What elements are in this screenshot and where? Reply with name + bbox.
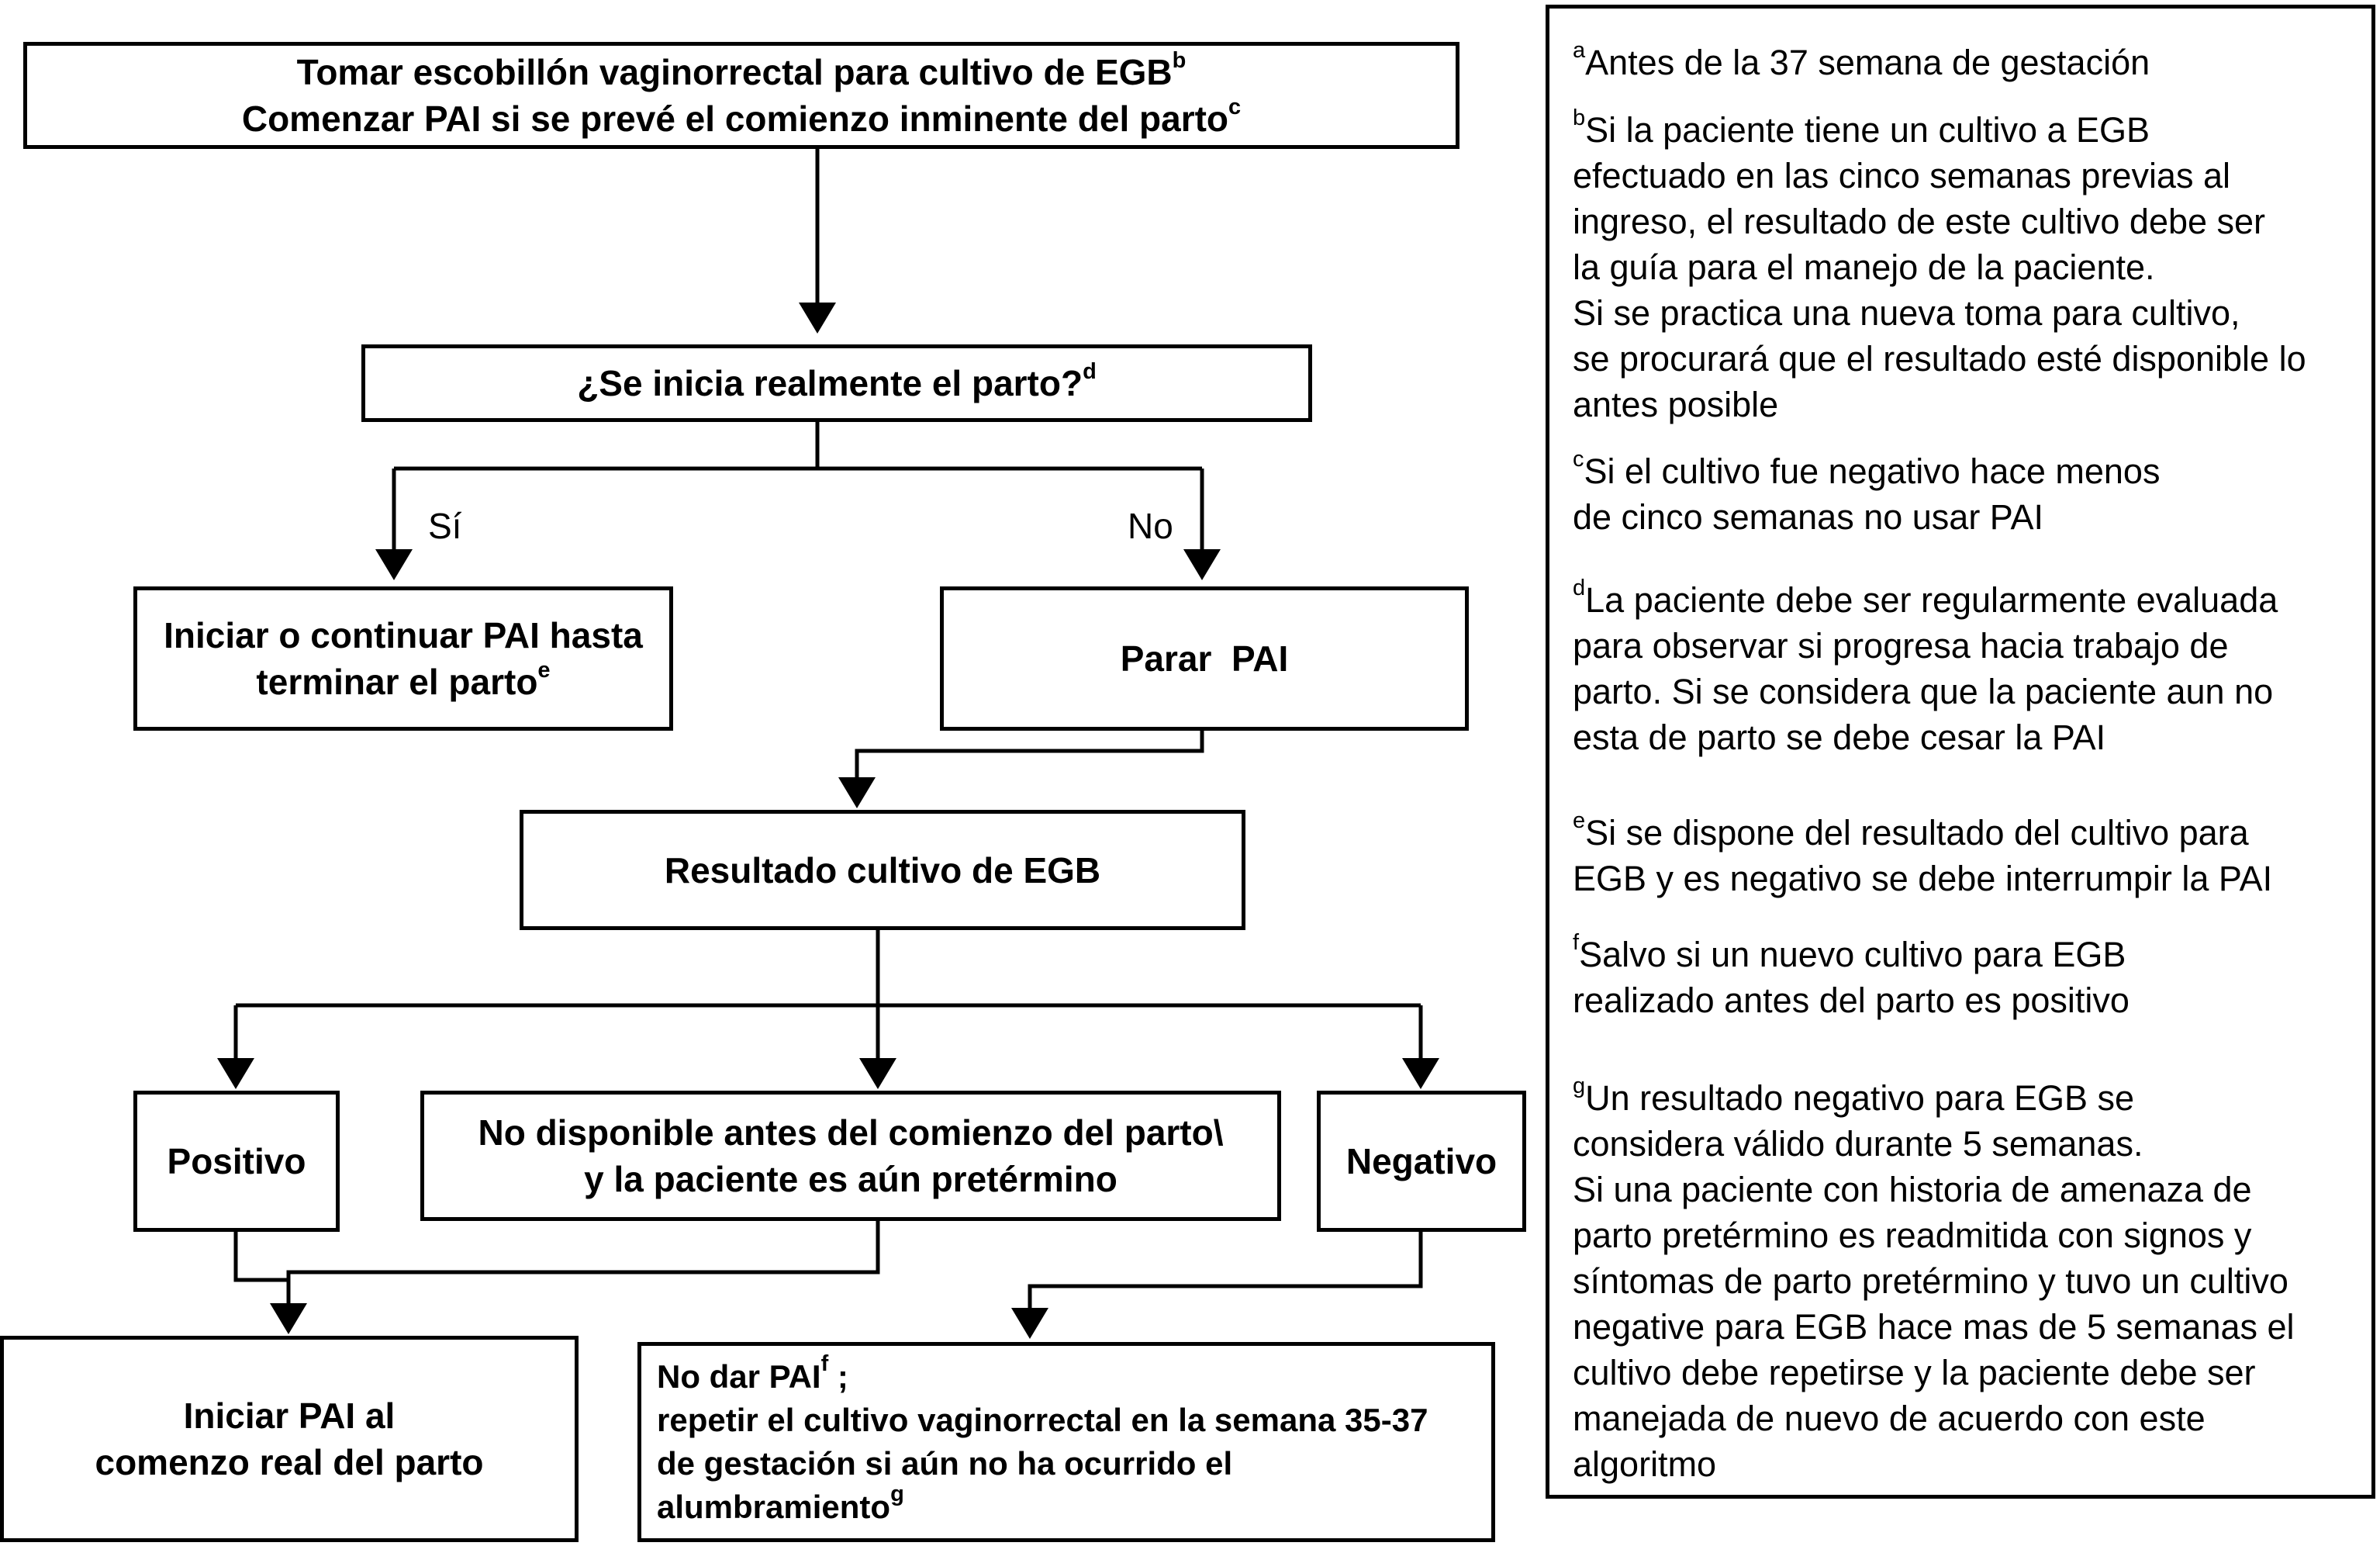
unavailable-line-2: y la paciente es aún pretérmino — [584, 1159, 1117, 1199]
arrow-stop-to-result — [838, 729, 1204, 808]
merge-positive-unavailable — [233, 1219, 880, 1334]
footnote-line: realizado antes del parto es positivo — [1573, 981, 2130, 1020]
footnote-line: aAntes de la 37 semana de gestación — [1573, 38, 2150, 83]
collect-swab-line-1: Tomar escobillón vaginorrectal para cult… — [296, 48, 1187, 93]
footnote-line: efectuado en las cinco semanas previas a… — [1573, 156, 2230, 195]
footnote-line: algoritmo — [1573, 1444, 1717, 1484]
negative-node: Negativo — [1317, 1091, 1526, 1232]
continue-pai-line-1: Iniciar o continuar PAI hasta — [164, 615, 643, 655]
positive-text: Positivo — [167, 1141, 306, 1181]
gbs-result-node: Resultado cultivo de EGB — [520, 810, 1245, 930]
footnote-line: parto pretérmino es readmitida con signo… — [1573, 1216, 2252, 1255]
start-pai-line-1: Iniciar PAI al — [183, 1396, 396, 1436]
collect-swab-line-2: Comenzar PAI si se prevé el comienzo inm… — [241, 95, 1242, 140]
footnote-line: dLa paciente debe ser regularmente evalu… — [1573, 576, 2278, 621]
no-pai-line-2: repetir el cultivo vaginorrectal en la s… — [657, 1402, 1428, 1438]
footnote-line: se procurará que el resultado esté dispo… — [1573, 339, 2306, 379]
footnote-e: eSi se dispone del resultado del cultivo… — [1573, 810, 2371, 901]
arrow-swab-to-question — [799, 149, 836, 334]
arrow-yes-branch — [375, 469, 413, 580]
edge-label-yes: Sí — [428, 506, 462, 546]
arrow-to-unavailable — [859, 1005, 896, 1089]
footnote-d: dLa paciente debe ser regularmente evalu… — [1573, 577, 2371, 760]
footnote-line: de cinco semanas no usar PAI — [1573, 497, 2043, 537]
footnote-line: antes posible — [1573, 385, 1779, 424]
footnote-g: gUn resultado negativo para EGB se consi… — [1573, 1075, 2371, 1487]
start-pai-line-2: comenzo real del parto — [95, 1442, 484, 1482]
labor-question-text: ¿Se inicia realmente el parto?d — [577, 359, 1097, 404]
no-pai-line-3: de gestación si aún no ha ocurrido el — [657, 1445, 1233, 1482]
footnote-f: fSalvo si un nuevo cultivo para EGB real… — [1573, 932, 2371, 1023]
footnote-line: bSi la paciente tiene un cultivo a EGB — [1573, 105, 2150, 150]
gbs-result-text: Resultado cultivo de EGB — [664, 849, 1101, 891]
no-pai-line-1: No dar PAIf ; — [657, 1351, 848, 1396]
footnote-line: fSalvo si un nuevo cultivo para EGB — [1573, 930, 2126, 975]
continue-pai-line-2: terminar el partoe — [256, 658, 551, 703]
footnote-line: parto. Si se considera que la paciente a… — [1573, 672, 2274, 711]
footnote-line: EGB y es negativo se debe interrumpir la… — [1573, 859, 2273, 898]
footnote-c: cSi el cultivo fue negativo hace menos d… — [1573, 448, 2371, 540]
start-pai-labor-node: Iniciar PAI al comenzo real del parto — [0, 1336, 579, 1542]
footnote-line: eSi se dispone del resultado del cultivo… — [1573, 808, 2249, 853]
split-result-branches — [236, 929, 1421, 1008]
footnotes-panel: aAntes de la 37 semana de gestación bSi … — [1546, 5, 2375, 1499]
unavailable-node: No disponible antes del comienzo del par… — [420, 1091, 1281, 1221]
footnote-line: ingreso, el resultado de este cultivo de… — [1573, 202, 2266, 241]
positive-node: Positivo — [133, 1091, 340, 1232]
collect-swab-node: Tomar escobillón vaginorrectal para cult… — [23, 42, 1459, 149]
arrow-negative-to-no-pai — [1011, 1232, 1423, 1339]
footnote-line: Si se practica una nueva toma para culti… — [1573, 293, 2240, 333]
footnote-line: gUn resultado negativo para EGB se — [1573, 1074, 2135, 1119]
negative-text: Negativo — [1345, 1141, 1497, 1181]
arrow-to-negative — [1402, 1005, 1439, 1089]
no-pai-node: No dar PAIf ; repetir el cultivo vaginor… — [637, 1342, 1495, 1542]
unavailable-line-1: No disponible antes del comienzo del par… — [478, 1112, 1224, 1153]
footnote-line: Si una paciente con historia de amenaza … — [1573, 1170, 2252, 1209]
continue-pai-node: Iniciar o continuar PAI hasta terminar e… — [133, 586, 673, 731]
footnote-line: para observar si progresa hacia trabajo … — [1573, 626, 2229, 666]
footnote-b: bSi la paciente tiene un cultivo a EGB e… — [1573, 107, 2371, 427]
footnote-line: considera válido durante 5 semanas. — [1573, 1124, 2143, 1164]
footnote-line: esta de parto se debe cesar la PAI — [1573, 718, 2106, 757]
stop-pai-node: Parar PAI — [940, 586, 1469, 731]
footnote-line: negative para EGB hace mas de 5 semanas … — [1573, 1307, 2295, 1347]
footnote-line: cSi el cultivo fue negativo hace menos — [1573, 447, 2161, 492]
footnote-line: manejada de nuevo de acuerdo con este — [1573, 1399, 2206, 1438]
split-question-branches — [394, 422, 1202, 471]
labor-question-node: ¿Se inicia realmente el parto?d — [361, 344, 1312, 422]
footnote-line: la guía para el manejo de la paciente. — [1573, 247, 2155, 287]
arrow-no-branch — [1183, 469, 1221, 580]
no-pai-line-4: alumbramientog — [657, 1482, 904, 1526]
footnote-line: síntomas de parto pretérmino y tuvo un c… — [1573, 1261, 2288, 1301]
footnote-a: aAntes de la 37 semana de gestación — [1573, 40, 2371, 85]
footnote-line: cultivo debe repetirse y la paciente deb… — [1573, 1353, 2256, 1392]
arrow-to-positive — [217, 1005, 254, 1089]
stop-pai-text: Parar PAI — [1120, 638, 1289, 679]
edge-label-no: No — [1128, 506, 1173, 546]
